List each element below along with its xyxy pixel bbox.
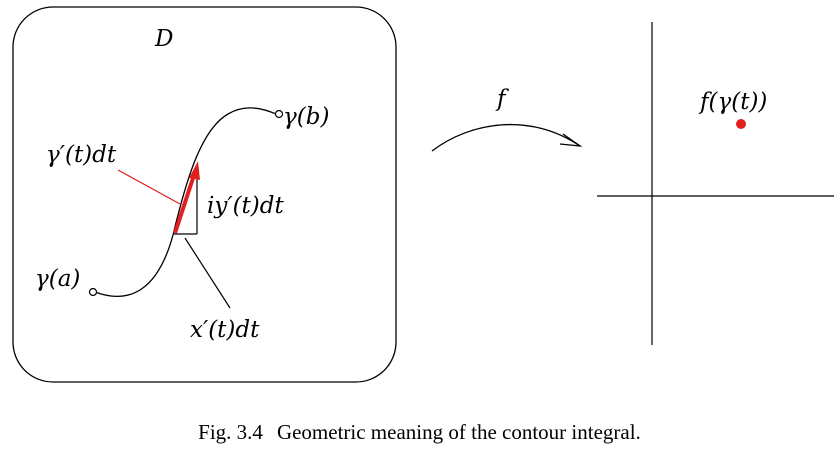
figure-caption: Fig. 3.4 Geometric meaning of the contour… xyxy=(0,420,839,445)
x-prime-leader xyxy=(184,237,231,309)
image-point xyxy=(736,119,746,129)
mapping-arrow xyxy=(431,123,581,152)
iy-prime-label: iy′(t)dt xyxy=(207,193,284,219)
caption-number: Fig. 3.4 xyxy=(198,420,263,444)
tangent-vector xyxy=(173,171,197,234)
gamma-a-label: γ(a) xyxy=(35,266,80,292)
domain-label: D xyxy=(154,26,173,52)
gamma-prime-label: γ′(t)dt xyxy=(46,142,117,168)
image-point-label: f(γ(t)) xyxy=(698,89,767,115)
x-prime-label: x′(t)dt xyxy=(190,317,260,343)
mapping-arrowhead xyxy=(559,133,583,147)
map-label: f xyxy=(495,86,509,112)
gamma-prime-leader xyxy=(117,169,181,205)
end-point-marker xyxy=(274,109,284,119)
start-point-marker xyxy=(88,287,98,297)
gamma-b-label: γ(b) xyxy=(283,104,329,130)
caption-text: Geometric meaning of the contour integra… xyxy=(276,420,641,444)
domain-box xyxy=(12,6,397,383)
tangent-arrowhead xyxy=(189,161,200,180)
contour-curve xyxy=(94,107,277,297)
